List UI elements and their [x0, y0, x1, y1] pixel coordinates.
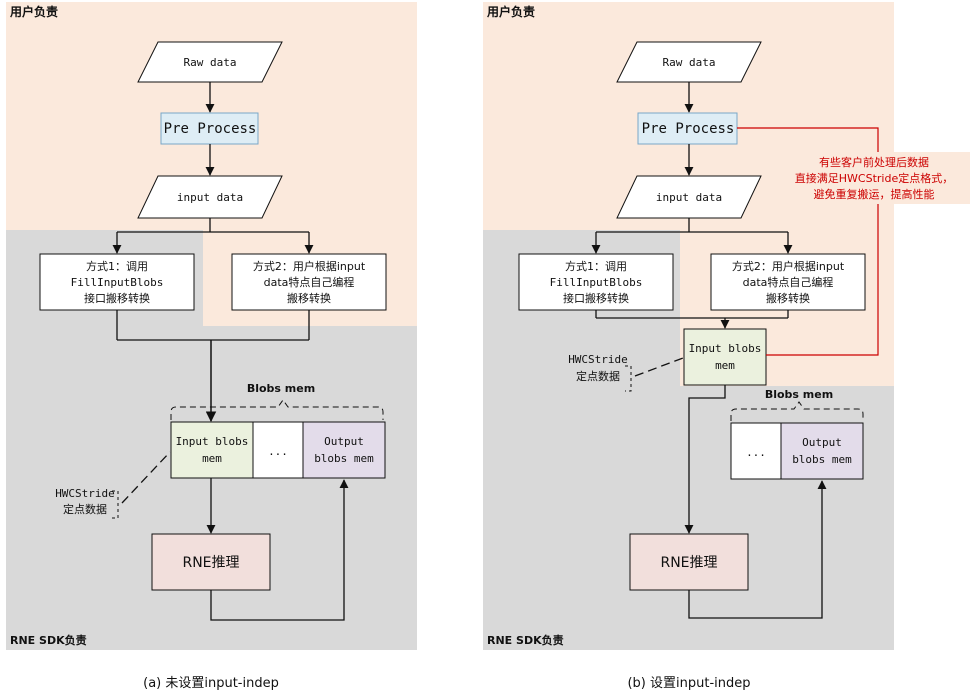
note-line1-b: 有些客户前处理后数据: [819, 155, 929, 169]
panel-a: 用户负责 RNE SDK负责 Raw data Pre Process inpu…: [6, 2, 417, 691]
pre-process-box-a: [160, 112, 259, 145]
hwc-line2-a: 定点数据: [63, 502, 107, 516]
method1-box-b: [518, 253, 674, 311]
output-blobs-line2-a: blobs mem: [314, 452, 374, 465]
ellipsis-label-a: ...: [268, 445, 288, 458]
method1-line2-b: FillInputBlobs: [550, 276, 643, 289]
method1-line3-b: 接口搬移转换: [563, 291, 629, 305]
hwc-bracket-a: [112, 490, 119, 519]
method1-line1-b: 方式1：调用: [565, 259, 627, 273]
hwc-leader-b: [634, 357, 684, 377]
rne-label-a: RNE推理: [182, 555, 239, 571]
output-blobs-box-a: [302, 421, 386, 479]
raw-data-label-a: Raw data: [184, 56, 237, 69]
user-label-a: 用户负责: [9, 4, 58, 19]
method2-line3-a: 搬移转换: [287, 291, 331, 305]
hwc-line2-b: 定点数据: [576, 369, 620, 383]
blobs-mem-brace-a: [170, 399, 384, 420]
arrow-rne-output-b: [688, 480, 827, 619]
raw-data-label-b: Raw data: [663, 56, 716, 69]
pre-process-box-b: [637, 112, 738, 145]
method2-box-a: [231, 253, 387, 311]
note-bg-b: [780, 152, 970, 204]
hwc-line1-a: HWCStride: [55, 487, 115, 500]
method2-line3-b: 搬移转换: [766, 291, 810, 305]
ellipsis-label-b: ...: [746, 446, 766, 459]
input-blobs-box-b: [683, 328, 767, 386]
caption-b: (b) 设置input-indep: [627, 676, 750, 691]
pre-process-label-a: Pre Process: [164, 121, 257, 137]
method1-line3-a: 接口搬移转换: [84, 291, 150, 305]
raw-data-shape-b: [616, 41, 762, 83]
input-data-label-b: input data: [656, 191, 722, 204]
sdk-label-b: RNE SDK负责: [487, 633, 564, 647]
caption-a: (a) 未设置input-indep: [143, 676, 279, 691]
output-blobs-box-b: [780, 422, 864, 480]
note-line3-b: 避免重复搬运，提高性能: [814, 187, 935, 201]
rne-label-b: RNE推理: [660, 555, 717, 571]
hwc-bracket-b: [625, 365, 632, 392]
method2-line2-b: data特点自己编程: [743, 275, 834, 289]
input-blobs-line1-b: Input blobs: [689, 342, 762, 355]
user-label-b: 用户负责: [486, 4, 535, 19]
input-blobs-box-a: [170, 421, 254, 479]
input-data-label-a: input data: [177, 191, 243, 204]
input-data-shape-a: [137, 175, 283, 219]
input-blobs-line2-b: mem: [715, 359, 735, 372]
panel-b: 用户负责 RNE SDK负责 Raw data Pre Process inpu…: [483, 2, 970, 691]
ellipsis-box-b: [730, 422, 782, 480]
blobs-mem-brace-b: [730, 401, 864, 421]
method2-line1-a: 方式2：用户根据input: [253, 259, 366, 273]
input-blobs-line2-a: mem: [202, 452, 222, 465]
arrow-rne-output-a: [210, 479, 349, 621]
method1-line1-a: 方式1：调用: [86, 259, 148, 273]
output-blobs-line1-a: Output: [324, 435, 364, 448]
blobs-mem-label-b: Blobs mem: [765, 388, 833, 401]
output-blobs-line1-b: Output: [802, 436, 842, 449]
raw-data-shape-a: [137, 41, 283, 83]
bypass-line-b: [737, 127, 879, 356]
method2-line1-b: 方式2：用户根据input: [732, 259, 845, 273]
blobs-mem-label-a: Blobs mem: [247, 382, 315, 395]
hwc-line1-b: HWCStride: [568, 353, 628, 366]
method2-line2-a: data特点自己编程: [264, 275, 355, 289]
note-line2-b: 直接满足HWCStride定点格式，: [795, 171, 953, 185]
rne-box-a: [151, 533, 271, 591]
output-blobs-line2-b: blobs mem: [792, 453, 852, 466]
input-data-shape-b: [616, 175, 762, 219]
method1-line2-a: FillInputBlobs: [71, 276, 164, 289]
pre-process-label-b: Pre Process: [642, 121, 735, 137]
sdk-label-a: RNE SDK负责: [10, 633, 87, 647]
hwc-leader-a: [121, 451, 171, 504]
ellipsis-box-a: [252, 421, 304, 479]
input-blobs-line1-a: Input blobs: [176, 435, 249, 448]
arrow-to-rne-b: [684, 385, 726, 534]
